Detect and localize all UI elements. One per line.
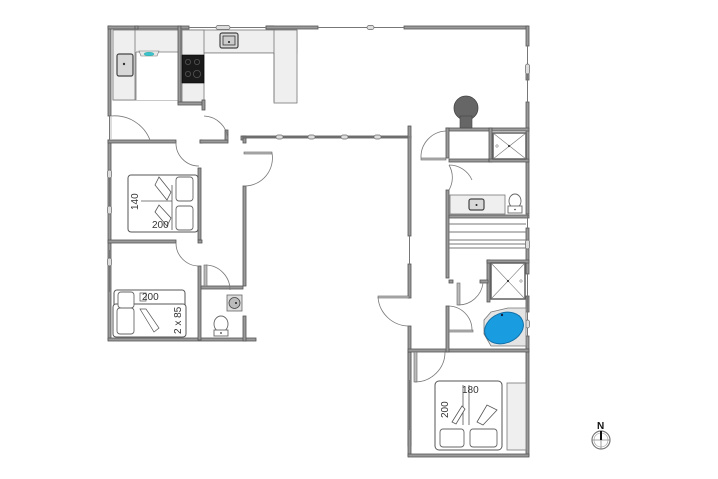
- door-swing: [448, 164, 473, 181]
- pillow: [439, 428, 465, 448]
- wall: [445, 189, 450, 279]
- door-swing: [448, 305, 473, 331]
- hob-icon: [181, 54, 205, 84]
- windows: [107, 25, 530, 430]
- door-swing: [414, 351, 446, 383]
- bed-width-label: 180: [462, 385, 479, 396]
- wall: [107, 25, 182, 30]
- wall: [177, 101, 203, 106]
- wall: [488, 127, 493, 163]
- wall: [445, 127, 450, 159]
- door-swing: [205, 264, 231, 291]
- bed-length-label: 200: [440, 401, 451, 418]
- door-swing: [175, 242, 200, 267]
- compass-north-label: N: [597, 421, 604, 432]
- doors: [110, 115, 484, 383]
- door-swing: [203, 115, 229, 141]
- bathroom: [449, 193, 527, 347]
- wall: [525, 227, 530, 275]
- door-swing: [244, 152, 273, 187]
- wall: [525, 25, 530, 47]
- door-swing: [448, 164, 453, 191]
- bedroom-2: 200 2 x 85: [112, 289, 187, 338]
- wall: [407, 263, 412, 299]
- bed-width-label: 2 x 85: [173, 306, 184, 334]
- wall: [180, 25, 190, 30]
- toilet-1: [213, 294, 243, 337]
- wall: [107, 239, 177, 244]
- wall: [403, 25, 529, 30]
- pillow: [175, 205, 194, 231]
- pillow: [175, 176, 194, 202]
- bedroom-3: 180 200: [434, 380, 527, 451]
- bed-length-label: 200: [142, 292, 159, 303]
- compass: N: [591, 421, 611, 450]
- wall: [407, 453, 530, 458]
- wall: [107, 25, 112, 117]
- bed-length-label: 200: [152, 220, 169, 231]
- wall: [242, 185, 247, 287]
- wall: [107, 337, 257, 342]
- wall: [242, 315, 247, 342]
- wall: [197, 265, 202, 341]
- door-swing: [175, 141, 200, 167]
- wardrobe: [506, 382, 527, 451]
- pillow: [469, 428, 498, 448]
- door-swing: [110, 115, 151, 141]
- utility: [453, 95, 527, 160]
- bed-width-label: 140: [130, 193, 141, 210]
- kitchen: [112, 29, 298, 113]
- pillow: [116, 307, 135, 335]
- door-swing: [420, 130, 447, 159]
- wall: [177, 25, 182, 105]
- wall: [407, 348, 530, 353]
- wall: [445, 305, 450, 353]
- wall: [407, 125, 412, 237]
- wall: [200, 285, 244, 290]
- whirlpool-bath-icon: [484, 311, 524, 345]
- kitchen-counter-peninsula: [273, 29, 298, 104]
- wall: [525, 335, 530, 457]
- wall: [265, 25, 319, 30]
- door-swing: [377, 296, 410, 327]
- bedroom-1: 140 200: [127, 174, 199, 233]
- wall: [445, 127, 530, 132]
- wall: [107, 139, 177, 144]
- wall: [448, 214, 530, 219]
- pillow: [117, 291, 135, 309]
- door-swing: [457, 282, 484, 306]
- kitchen-sink-icon: [116, 53, 134, 77]
- sauna-bench: [449, 223, 526, 249]
